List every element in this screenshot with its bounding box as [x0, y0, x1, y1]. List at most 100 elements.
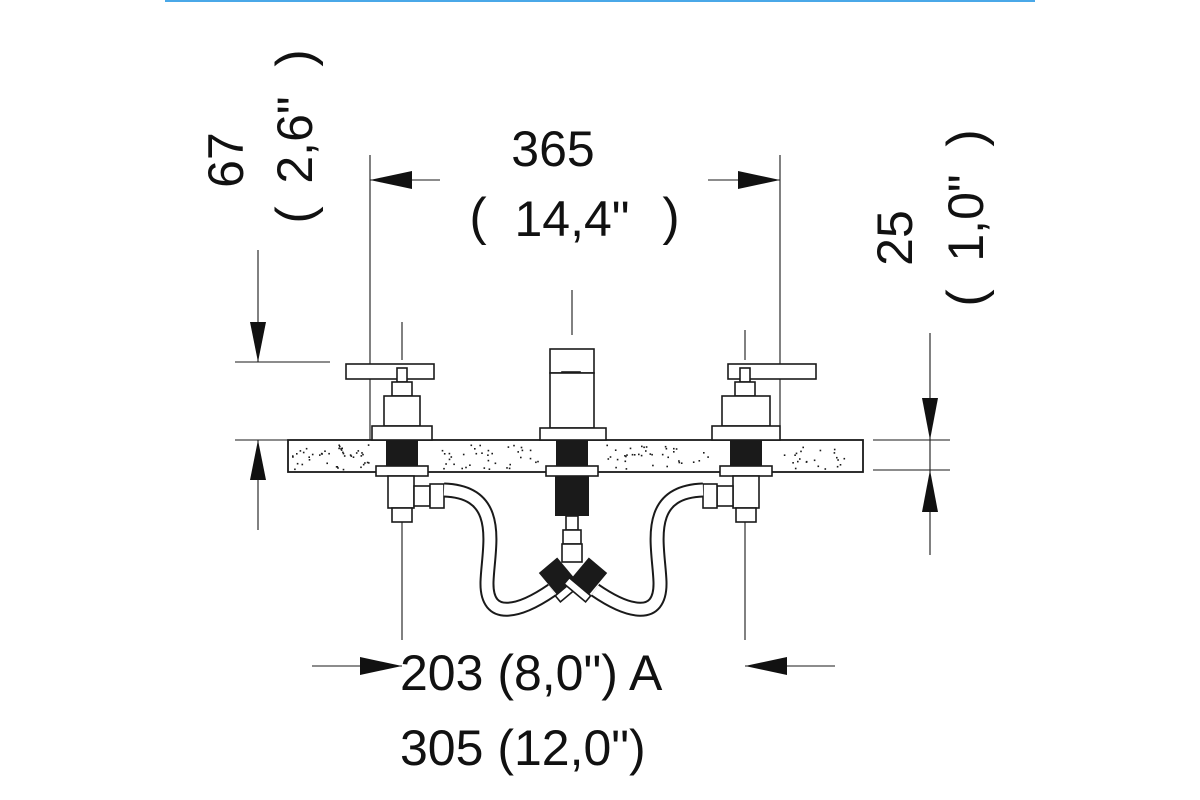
speckle-dot	[615, 466, 617, 469]
speckle-dot	[474, 448, 476, 450]
speckle-dot	[311, 453, 314, 456]
speckle-dot	[355, 452, 358, 454]
speckle-dot	[651, 453, 653, 456]
speckle-dot	[698, 460, 701, 462]
speckle-dot	[521, 449, 524, 452]
speckle-dot	[609, 456, 612, 458]
speckle-dot	[836, 456, 838, 459]
speckle-dot	[362, 463, 365, 466]
speckle-dot	[507, 446, 510, 448]
speckle-dot	[308, 459, 311, 461]
speckle-dot	[360, 466, 362, 469]
height-paren-close: )	[266, 49, 324, 66]
deck-dimension: 25 ( 1,0" )	[867, 129, 995, 555]
speckle-dot	[487, 459, 490, 462]
speckle-dot	[607, 458, 610, 460]
speckle-dot	[319, 454, 321, 456]
speckle-dot	[337, 467, 339, 469]
speckle-dot	[450, 456, 453, 458]
speckle-dot	[817, 465, 820, 468]
speckle-dot	[462, 453, 465, 456]
speckle-dot	[340, 449, 343, 451]
speckle-dot	[350, 455, 353, 457]
speckle-dot	[506, 467, 508, 469]
speckle-dot	[487, 454, 489, 456]
speckle-dot	[296, 462, 299, 465]
speckle-dot	[673, 447, 675, 450]
width-paren-open: (	[469, 188, 487, 246]
speckle-dot	[640, 454, 643, 457]
speckle-dot	[799, 458, 801, 460]
speckle-dot	[837, 459, 839, 461]
speckle-dot	[520, 446, 523, 449]
speckle-dot	[340, 448, 342, 450]
height-paren-open: (	[266, 206, 324, 224]
speckle-dot	[626, 454, 628, 456]
speckle-dot	[833, 452, 836, 454]
left-hose	[443, 482, 557, 617]
speckle-dot	[491, 452, 493, 455]
right-handle-valve	[702, 363, 817, 523]
height-mm-label: 67	[198, 132, 254, 188]
speckle-dot	[338, 444, 340, 447]
speckle-dot	[535, 461, 537, 464]
speckle-dot	[341, 447, 343, 450]
speckle-dot	[805, 461, 808, 463]
spread-max-label: 305 (12,0")	[400, 720, 646, 776]
speckle-dot	[616, 458, 619, 461]
speckle-dot	[342, 468, 345, 471]
countertop-speckle	[292, 444, 846, 471]
speckle-dot	[517, 451, 519, 453]
speckle-dot	[795, 452, 798, 455]
speckle-dot	[320, 452, 323, 455]
speckle-dot	[624, 460, 627, 463]
height-dimension: 67 ( 2,6" )	[198, 49, 330, 530]
speckle-dot	[509, 463, 511, 466]
speckle-dot	[819, 449, 822, 452]
speckle-dot	[360, 455, 363, 457]
speckle-dot	[339, 445, 341, 448]
speckle-dot	[839, 464, 842, 466]
speckle-dot	[675, 448, 678, 450]
speckle-dot	[335, 466, 338, 468]
deck-paren-close: )	[937, 129, 995, 146]
speckle-dot	[362, 453, 364, 456]
speckle-dot	[707, 456, 709, 458]
speckle-dot	[797, 460, 799, 463]
speckle-dot	[624, 455, 626, 457]
right-hose	[590, 482, 704, 617]
speckle-dot	[469, 464, 471, 466]
speckle-dot	[631, 453, 634, 456]
speckle-dot	[483, 467, 486, 469]
speckle-dot	[513, 444, 515, 447]
speckle-dot	[349, 454, 352, 456]
y-connector	[538, 543, 608, 603]
speckle-dot	[813, 459, 816, 462]
speckle-dot	[678, 461, 681, 464]
speckle-dot	[666, 465, 668, 468]
speckle-dot	[305, 447, 308, 450]
speckle-dot	[488, 468, 491, 470]
speckle-dot	[367, 444, 370, 446]
speckle-dot	[308, 456, 310, 458]
speckle-dot	[625, 468, 628, 470]
speckle-dot	[537, 460, 539, 463]
speckle-dot	[680, 462, 683, 464]
speckle-dot	[667, 456, 669, 459]
speckle-dot	[836, 465, 839, 468]
spout	[539, 348, 607, 545]
speckle-dot	[529, 449, 532, 452]
speckle-dot	[824, 468, 827, 470]
speckle-dot	[475, 452, 478, 455]
speckle-dot	[649, 453, 652, 455]
speckle-dot	[645, 446, 648, 448]
speckle-dot	[625, 455, 627, 458]
speckle-dot	[299, 450, 302, 452]
speckle-dot	[673, 451, 675, 453]
speckle-dot	[487, 449, 490, 452]
speckle-dot	[703, 452, 705, 454]
speckle-dot	[443, 467, 445, 470]
speckle-dot	[641, 445, 643, 448]
speckle-dot	[292, 456, 294, 458]
